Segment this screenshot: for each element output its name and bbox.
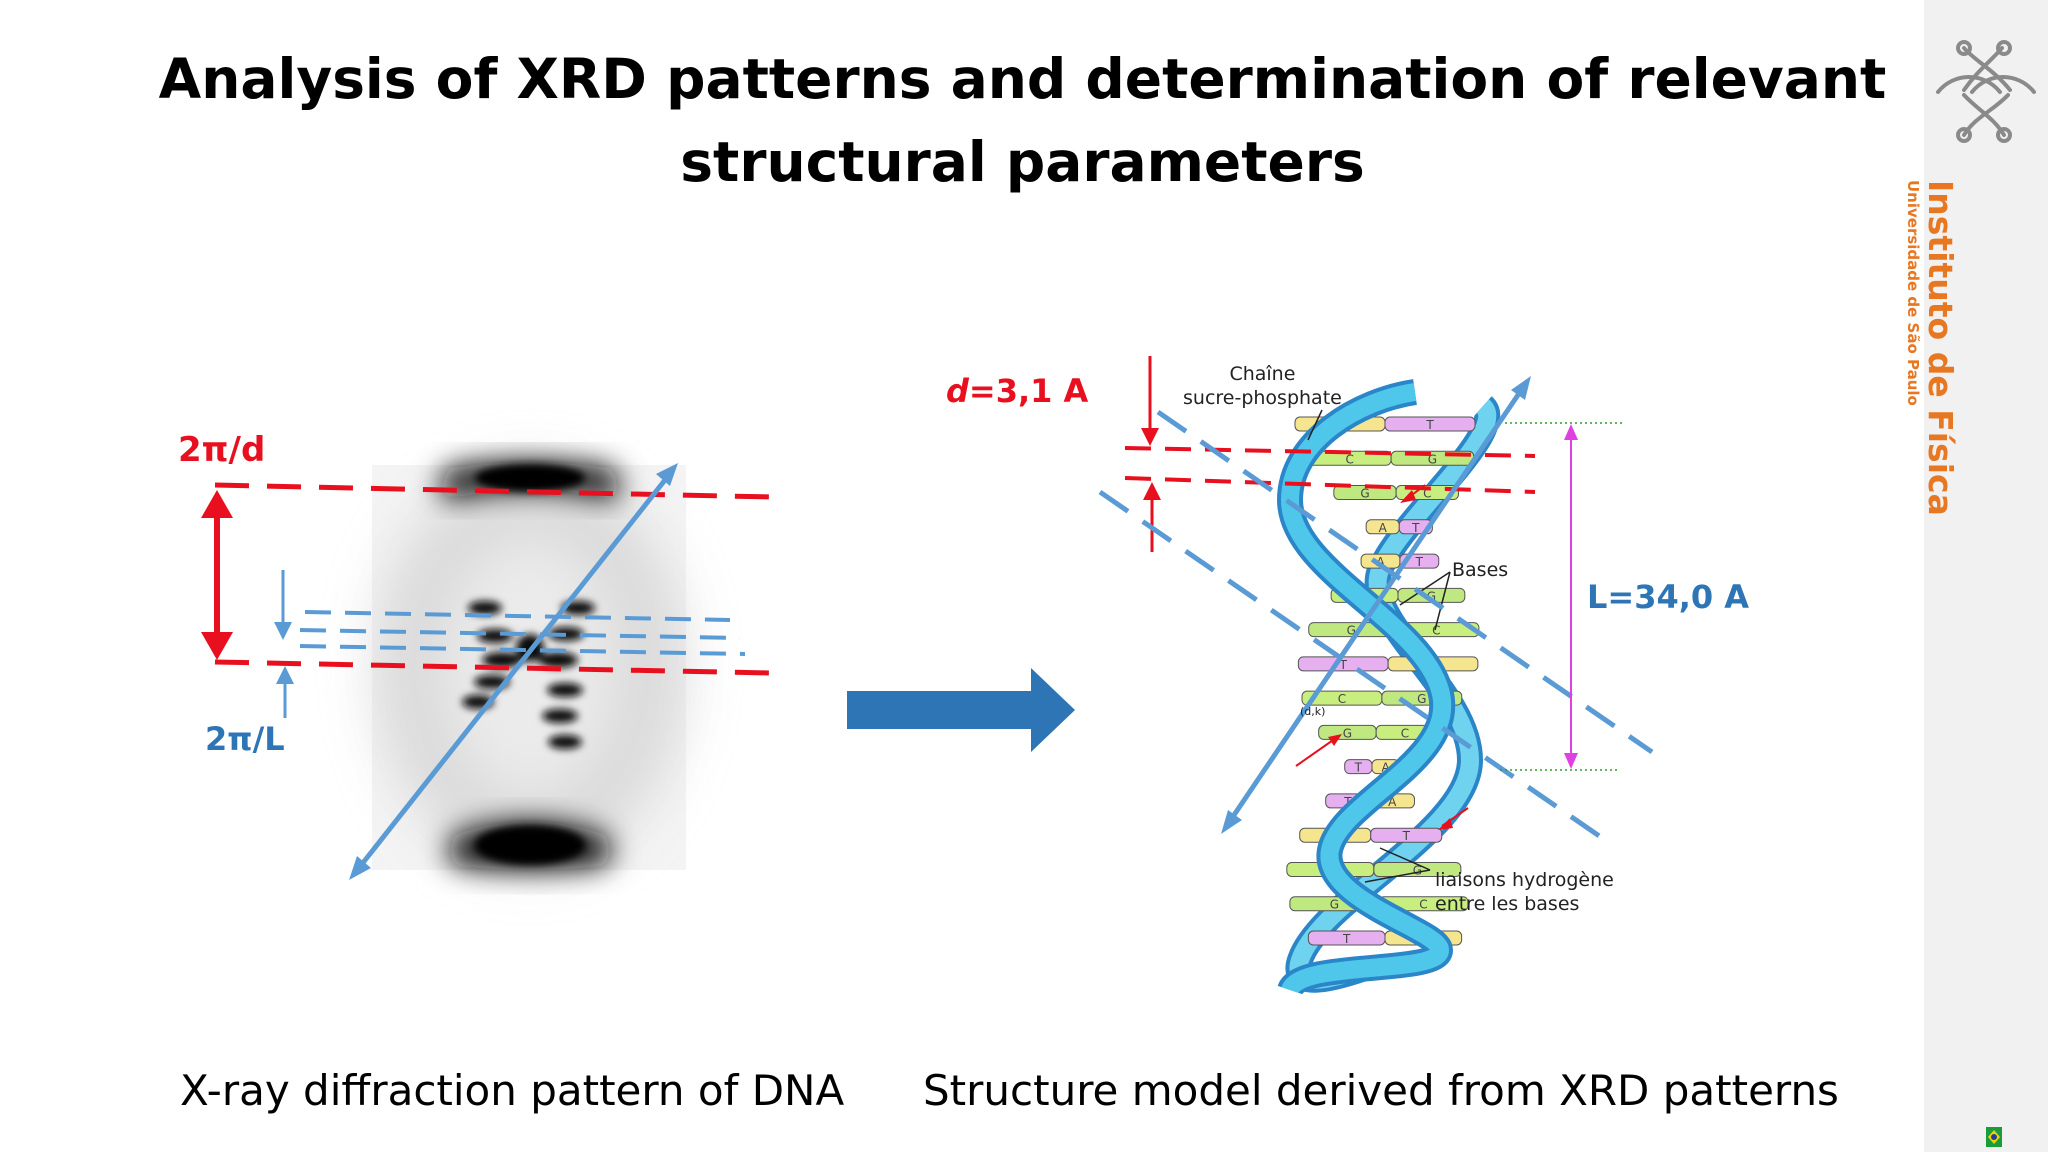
label-chain-line1: Chaîne <box>1229 363 1296 385</box>
base-segment <box>1370 827 1443 843</box>
slide-title: Analysis of XRD patterns and determinati… <box>158 47 1887 194</box>
institute-logo-text: Instituto de Física Universidade de São … <box>1904 180 1960 516</box>
institute-name: Instituto de Física <box>1921 180 1960 516</box>
base-letter: C <box>1432 624 1440 638</box>
label-dk: (d,k) <box>1300 705 1326 718</box>
blue-small-arrows <box>274 570 294 718</box>
blue-dashed-lines <box>299 610 746 656</box>
label-chain: Chaîne sucre-phosphate <box>1183 362 1342 410</box>
helix-d-arrows <box>1141 356 1161 552</box>
red-dashed-lines <box>214 482 773 676</box>
institute-logo-icon <box>1936 40 2036 1147</box>
base-letter: T <box>1343 795 1352 809</box>
base-letter: G <box>1413 863 1422 877</box>
caption-left: X-ray diffraction pattern of DNA <box>180 1066 845 1115</box>
base-letter: T <box>1411 521 1420 535</box>
sidebar <box>1924 0 2048 1152</box>
base-letter: A <box>1376 555 1385 569</box>
label-d-symbol: d <box>946 372 969 410</box>
label-d-spacing: d=3,1 A <box>946 372 1088 410</box>
base-letter: C <box>1401 726 1409 740</box>
helix-blue-dashed-diagonals <box>1098 409 1654 843</box>
red-double-arrow <box>201 490 233 660</box>
institute-subtitle: Universidade de São Paulo <box>1904 180 1922 406</box>
caption-right: Structure model derived from XRD pattern… <box>923 1066 1839 1115</box>
base-letter: T <box>1415 555 1424 569</box>
big-right-arrow <box>847 668 1075 752</box>
base-letter: A <box>1379 521 1388 535</box>
base-letter: T <box>1342 932 1351 946</box>
helix-length-dimension <box>1500 422 1622 771</box>
base-letter: T <box>1425 418 1434 432</box>
helix-red-dashed-lines <box>1124 446 1536 494</box>
base-letter: C <box>1423 487 1431 501</box>
base-letter: C <box>1338 692 1346 706</box>
base-letter: G <box>1330 898 1339 912</box>
label-liaisons-line2: entre les bases <box>1435 893 1580 915</box>
base-segment <box>1373 861 1462 877</box>
base-letter: T <box>1354 761 1363 775</box>
base-letter: G <box>1347 624 1356 638</box>
strand-direction-arrows <box>1295 484 1469 830</box>
base-letter: G <box>1343 726 1352 740</box>
label-liaisons-line1: liaisons hydrogène <box>1435 869 1614 891</box>
base-letter: T <box>1339 658 1348 672</box>
base-letter: G <box>1428 452 1437 466</box>
base-letter: A <box>1382 761 1391 775</box>
label-2pi-L: 2π/L <box>205 720 285 758</box>
base-letter: G <box>1417 692 1426 706</box>
label-bases: Bases <box>1452 559 1509 581</box>
label-2pi-d: 2π/d <box>178 430 266 470</box>
helix-diagonal-arrow <box>1221 376 1531 834</box>
label-d-value: =3,1 A <box>968 372 1089 410</box>
brazil-flag-icon <box>1986 1127 2002 1147</box>
base-letter: C <box>1419 898 1427 912</box>
base-letter: T <box>1402 829 1411 843</box>
label-pointers <box>1307 409 1451 883</box>
base-letter: G <box>1360 487 1369 501</box>
base-letter: A <box>1388 795 1397 809</box>
base-letter: G <box>1427 589 1436 603</box>
base-letter: C <box>1346 452 1354 466</box>
base-segment <box>1384 416 1476 432</box>
label-liaisons: liaisons hydrogène entre les bases <box>1435 868 1614 916</box>
label-chain-line2: sucre-phosphate <box>1183 387 1342 409</box>
photo-diagonal-arrow <box>349 463 678 880</box>
label-helix-length: L=34,0 A <box>1587 578 1750 616</box>
slide: Analysis of XRD patterns and determinati… <box>158 47 1887 1115</box>
